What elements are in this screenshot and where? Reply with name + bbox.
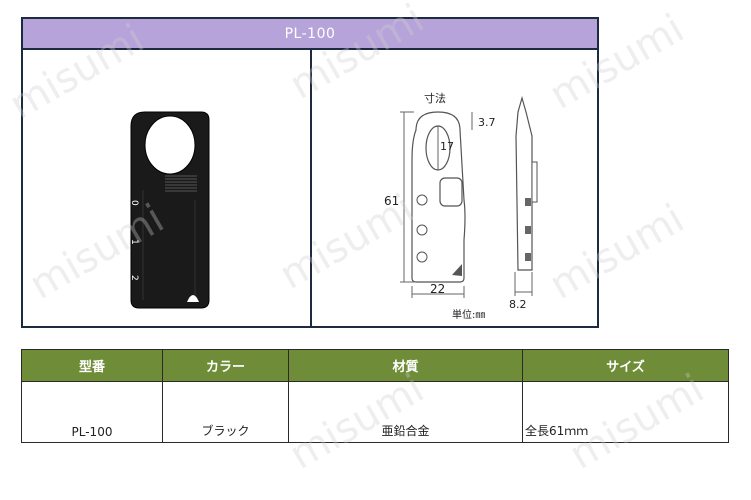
cell-model: PL-100: [21, 381, 163, 443]
cell-size: 全長61ｍｍ: [522, 381, 729, 443]
side-dial-1: [525, 198, 531, 206]
lock-mark-1: 1: [129, 239, 139, 245]
dimension-diagram: 寸法 61 17: [384, 91, 538, 321]
product-figure-box: PL-100 0 1 2: [21, 17, 599, 328]
cell-material: 亜鉛合金: [288, 381, 523, 443]
front-corner: [452, 264, 462, 276]
cell-color: ブラック: [162, 381, 289, 443]
dim-hole: 17: [440, 140, 454, 153]
product-photo-panel: 0 1 2: [23, 50, 310, 328]
front-button-2: [416, 224, 428, 236]
dim-unit-label: 単位:㎜: [452, 308, 485, 321]
shackle-hole: [144, 115, 196, 175]
dimension-heading: 寸法: [424, 91, 446, 105]
lock-mark-2: 2: [129, 275, 139, 281]
header-material: 材質: [288, 349, 523, 382]
spec-table: 型番 カラー 材質 サイズ PL-100 ブラック 亜鉛合金 全長61ｍｍ: [21, 349, 729, 443]
dim-top-gap: 3.7: [478, 116, 496, 129]
header-size: サイズ: [522, 349, 729, 382]
table-header-row: 型番 カラー 材質 サイズ: [21, 349, 729, 382]
panel-divider: [310, 50, 312, 328]
table-row: PL-100 ブラック 亜鉛合金 全長61ｍｍ: [21, 381, 729, 443]
header-model: 型番: [21, 349, 163, 382]
front-button-1: [416, 194, 428, 206]
header-color: カラー: [162, 349, 289, 382]
front-outline: [411, 111, 466, 283]
dim-depth: 8.2: [509, 298, 527, 311]
dim-width: 22: [430, 282, 445, 296]
front-dial: [439, 177, 463, 207]
side-clip: [531, 161, 538, 203]
dial-ribs: [165, 175, 197, 192]
front-button-3: [416, 251, 428, 263]
lock-mark-0: 0: [129, 200, 139, 206]
side-dial-3: [525, 253, 531, 261]
side-profile: [515, 95, 533, 271]
keyhole-marker: [187, 295, 199, 302]
dimension-diagram-panel: 寸法 61 17: [312, 50, 599, 328]
side-dial-2: [525, 226, 531, 234]
product-title: PL-100: [23, 19, 597, 50]
padlock-photo: 0 1 2: [129, 111, 210, 309]
dim-height: 61: [384, 194, 399, 208]
